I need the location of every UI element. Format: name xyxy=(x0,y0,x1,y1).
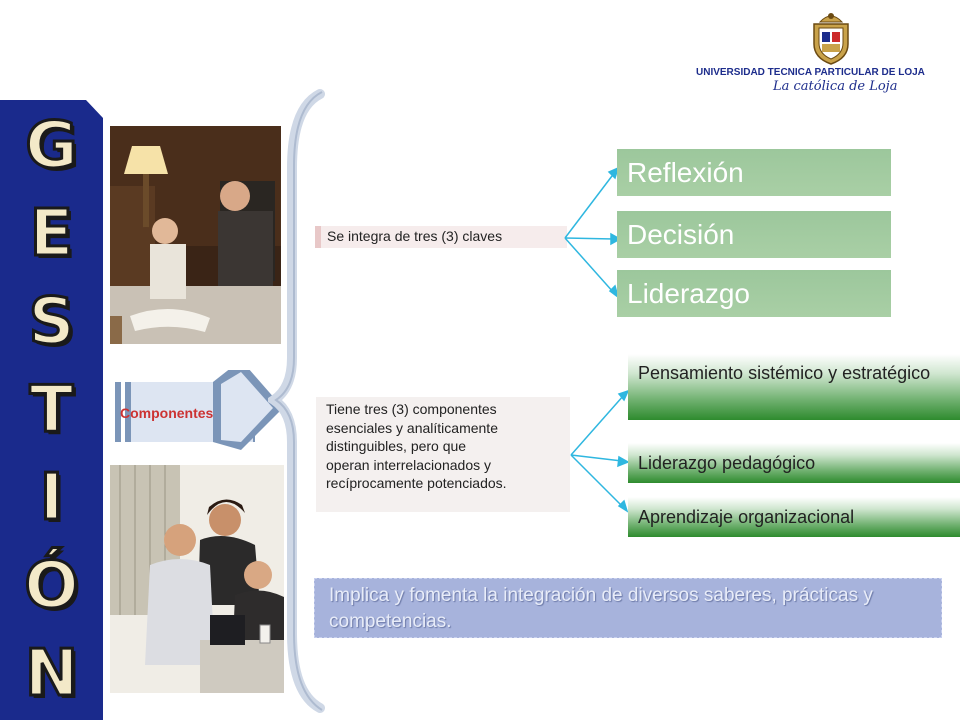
university-name: UNIVERSIDAD TECNICA PARTICULAR DE LOJA xyxy=(696,67,925,78)
clave-decision: Decisión xyxy=(617,211,891,258)
clave-liderazgo: Liderazgo xyxy=(617,270,891,317)
componente-pensamiento: Pensamiento sistémico y estratégico xyxy=(628,354,960,420)
componente-liderazgo-pedagogico: Liderazgo pedagógico xyxy=(628,443,960,483)
implica-text: Implica y fomenta la integración de dive… xyxy=(314,578,942,638)
curly-brace xyxy=(264,88,330,716)
banner-letter-s: S xyxy=(27,285,76,359)
gestion-banner: G E S T I Ó N xyxy=(0,100,103,720)
componentes-connector-arrows xyxy=(570,389,630,513)
clave-reflexion: Reflexión xyxy=(617,149,891,196)
banner-letter-e: E xyxy=(28,197,75,271)
banner-background xyxy=(0,100,103,720)
componente-aprendizaje: Aprendizaje organizacional xyxy=(628,497,960,537)
claves-connector-arrows xyxy=(564,166,622,299)
banner-letter-o: Ó xyxy=(23,549,80,623)
claves-text: Se integra de tres (3) claves xyxy=(315,226,567,248)
banner-letter-i: I xyxy=(38,461,65,535)
banner-letter-g: G xyxy=(24,109,80,183)
componentes-text: Tiene tres (3) componentes esenciales y … xyxy=(316,397,570,512)
university-seal-icon xyxy=(806,10,856,65)
componentes-label: Componentes xyxy=(120,405,214,421)
componentes-arrow xyxy=(113,360,283,460)
office-photo xyxy=(110,465,284,693)
banner-letter-t: T xyxy=(28,373,75,447)
study-photo xyxy=(110,126,281,344)
banner-letter-n: N xyxy=(23,637,80,711)
university-motto: La católica de Loja xyxy=(773,79,898,94)
